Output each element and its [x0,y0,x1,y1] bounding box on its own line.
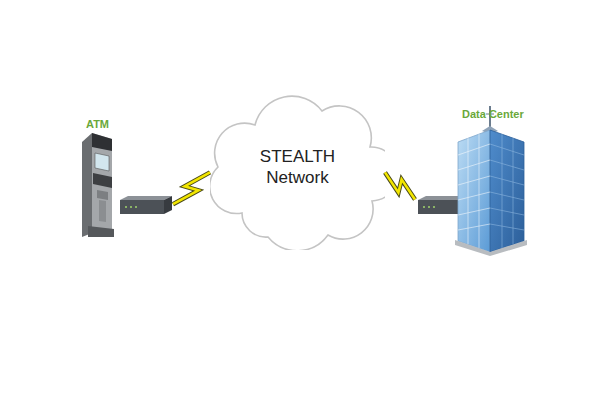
network-label: STEALTH Network [253,146,343,188]
atm-illustration [82,133,114,237]
cloud-shape [210,85,385,250]
wireless-link [173,172,210,204]
atm-node: ATM [78,112,173,240]
building-illustration [455,106,527,256]
router-device [120,196,172,214]
site-label: Data Center [462,108,524,120]
site-label: ATM [86,118,109,130]
cloud-node: STEALTH Network [210,85,385,250]
datacenter-node: Data Center [415,105,540,255]
wireless-link [385,172,415,199]
